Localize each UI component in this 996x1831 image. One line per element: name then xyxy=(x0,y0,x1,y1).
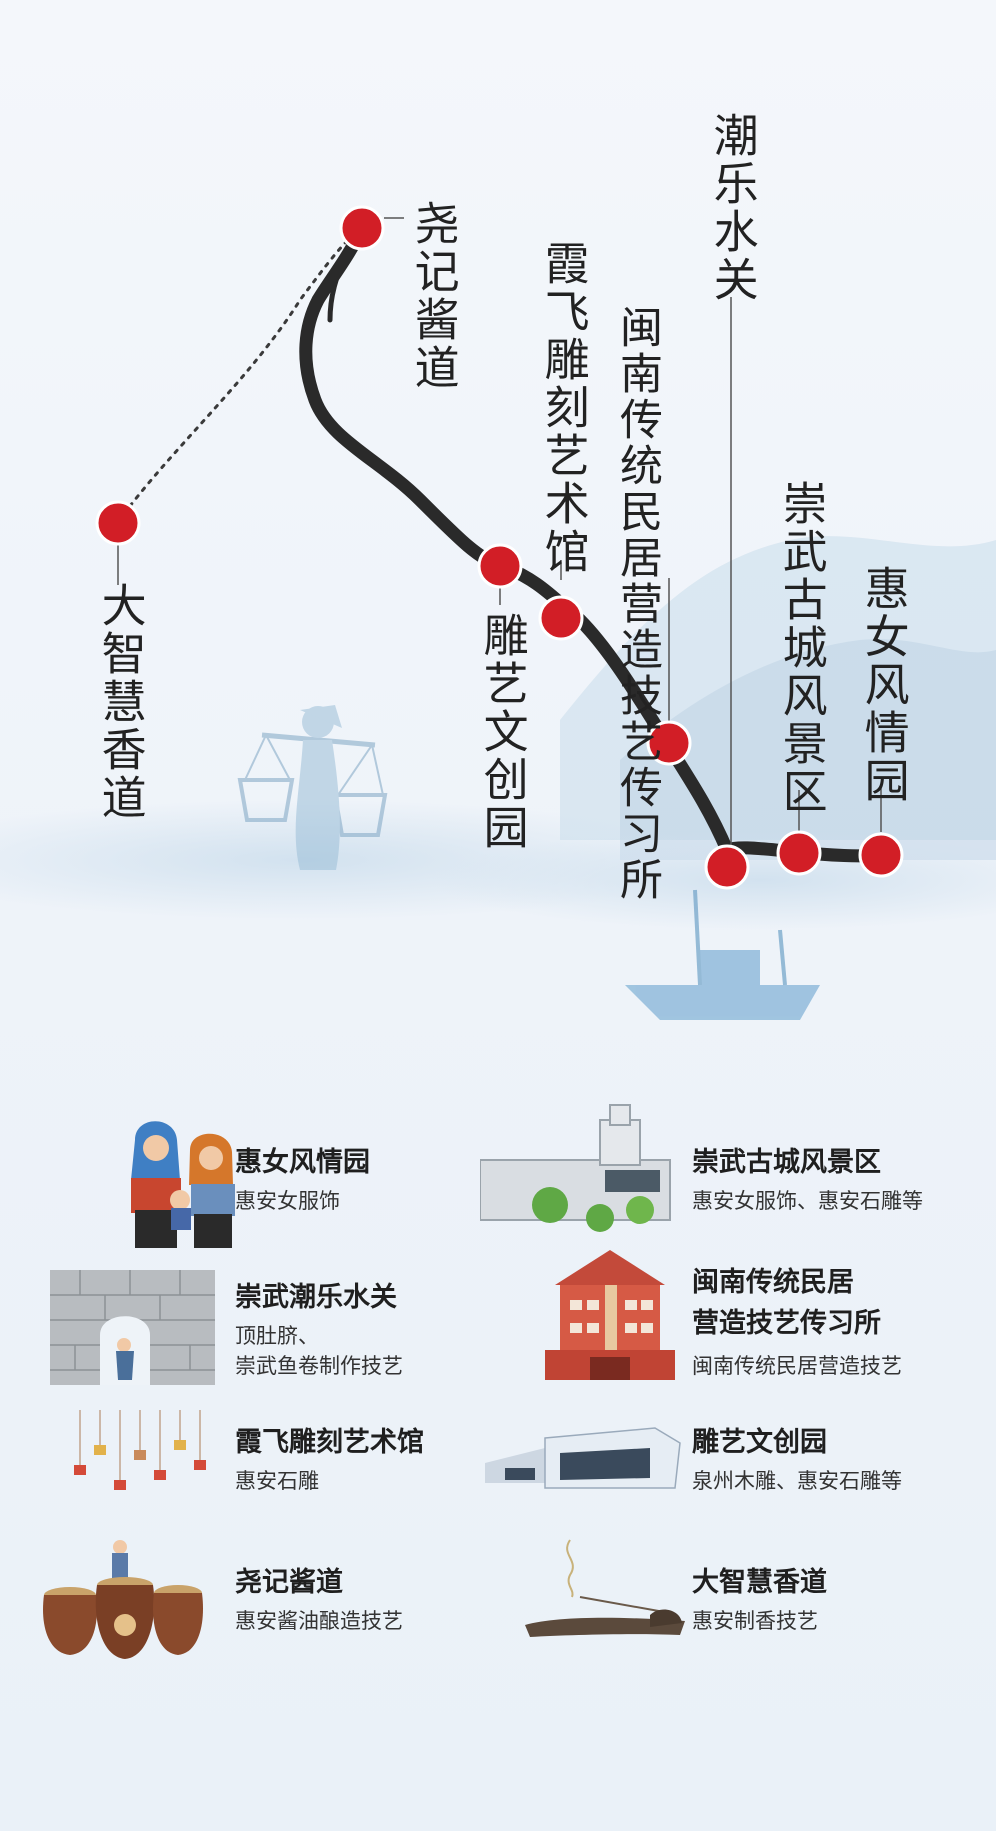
soy-jars-icon xyxy=(43,1540,203,1659)
legend-item-dazhihui[interactable]: 大智慧香道 惠安制香技艺 xyxy=(475,1539,995,1690)
woman-carrier-illustration xyxy=(237,705,388,870)
marker-diaoyi[interactable] xyxy=(477,543,523,589)
huinv-women-icon xyxy=(131,1121,235,1248)
marker-xiafei[interactable] xyxy=(538,595,584,641)
label-chongwu: 崇武古城风景区 xyxy=(774,480,828,816)
hanging-lanterns-icon xyxy=(74,1410,206,1490)
legend-desc: 崇武鱼卷制作技艺 xyxy=(235,1354,403,1378)
legend-title: 崇武古城风景区 xyxy=(692,1147,881,1178)
incense-icon xyxy=(525,1539,685,1637)
legend-item-minnan[interactable]: 闽南传统民居 营造技艺传习所 闽南传统民居营造技艺 xyxy=(475,1250,995,1395)
marker-dazhihui[interactable] xyxy=(95,500,141,546)
legend: 惠女风情园 惠安女服饰 崇武古城风景区 惠安女服饰、惠安石雕等 崇武潮 xyxy=(0,1090,996,1790)
marker-huinv[interactable] xyxy=(858,832,904,878)
legend-title: 雕艺文创园 xyxy=(692,1427,827,1458)
boat-illustration xyxy=(625,889,820,1020)
marker-chongwu[interactable] xyxy=(776,830,822,876)
marker-yaoji[interactable] xyxy=(339,205,385,251)
legend-item-diaoyi[interactable]: 雕艺文创园 泉州木雕、惠安石雕等 xyxy=(475,1420,995,1550)
legend-title: 尧记酱道 xyxy=(235,1567,343,1598)
ancient-city-icon xyxy=(480,1104,671,1232)
legend-item-huinv[interactable]: 惠女风情园 惠安女服饰 xyxy=(40,1110,480,1248)
label-xiafei: 霞飞雕刻艺术馆 xyxy=(536,240,590,576)
legend-desc: 顶肚脐、 xyxy=(235,1324,319,1348)
red-building-icon xyxy=(545,1250,675,1380)
route-map: 尧记酱道 大智慧香道 雕艺文创园 霞飞雕刻艺术馆 闽南传统民居营造技艺传习所 潮… xyxy=(93,112,910,1020)
route-line xyxy=(299,221,889,863)
legend-item-chongwu[interactable]: 崇武古城风景区 惠安女服饰、惠安石雕等 xyxy=(475,1104,995,1240)
label-yaoji: 尧记酱道 xyxy=(406,200,460,392)
label-diaoyi: 雕艺文创园 xyxy=(475,612,529,852)
label-minnan: 闽南传统民居营造技艺传习所 xyxy=(612,305,663,903)
legend-desc: 惠安酱油酿造技艺 xyxy=(235,1609,403,1633)
marker-chaole[interactable] xyxy=(704,844,750,890)
label-dazhihui: 大智慧香道 xyxy=(93,582,147,822)
legend-desc: 惠安石雕 xyxy=(235,1469,319,1493)
modern-building-icon xyxy=(485,1427,681,1489)
legend-desc: 惠安女服饰 xyxy=(235,1189,340,1213)
legend-title: 崇武潮乐水关 xyxy=(235,1282,397,1313)
legend-desc: 闽南传统民居营造技艺 xyxy=(692,1354,902,1378)
water-gate-icon xyxy=(50,1270,215,1385)
legend-title: 大智慧香道 xyxy=(692,1567,827,1598)
legend-title-line2: 营造技艺传习所 xyxy=(692,1308,881,1339)
label-huinv: 惠女风情园 xyxy=(856,565,910,805)
legend-item-yaoji[interactable]: 尧记酱道 惠安酱油酿造技艺 xyxy=(40,1540,480,1690)
legend-title: 霞飞雕刻艺术馆 xyxy=(235,1427,424,1458)
marker-minnan[interactable] xyxy=(646,720,692,766)
label-chaole: 潮乐水关 xyxy=(705,112,759,304)
legend-item-xiafei[interactable]: 霞飞雕刻艺术馆 惠安石雕 xyxy=(40,1410,480,1550)
legend-title: 闽南传统民居 xyxy=(692,1267,854,1298)
legend-desc: 惠安女服饰、惠安石雕等 xyxy=(692,1189,923,1213)
legend-item-chaole[interactable]: 崇武潮乐水关 顶肚脐、 崇武鱼卷制作技艺 xyxy=(40,1265,480,1395)
legend-desc: 惠安制香技艺 xyxy=(692,1609,818,1633)
legend-desc: 泉州木雕、惠安石雕等 xyxy=(692,1469,902,1493)
legend-title: 惠女风情园 xyxy=(235,1147,370,1178)
